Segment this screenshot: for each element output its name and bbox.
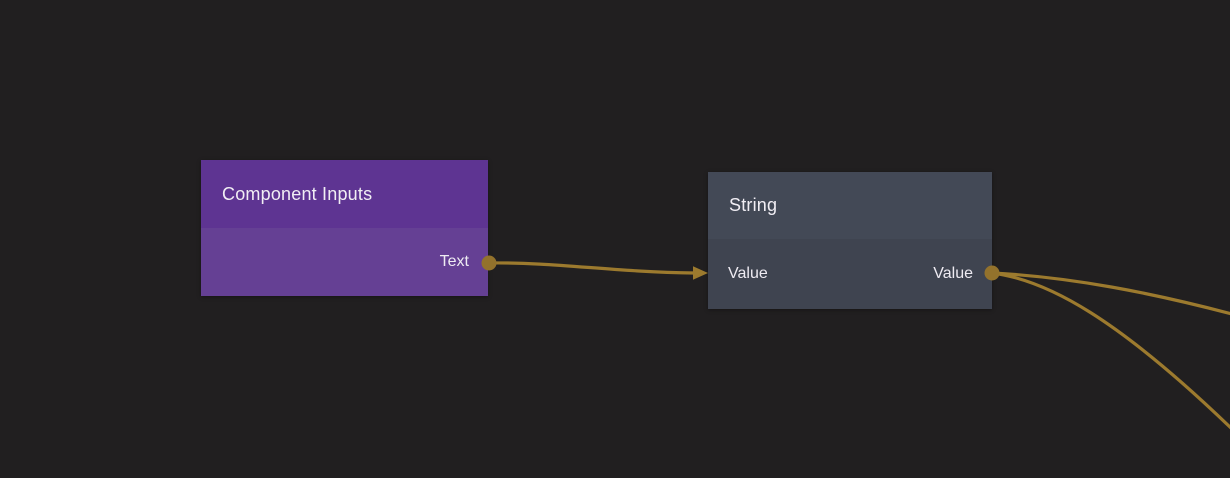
node-title: String — [729, 195, 778, 215]
node-header[interactable]: Component Inputs — [201, 160, 488, 228]
output-port-string-value[interactable] — [984, 265, 1000, 281]
wire-string-output-lower[interactable] — [990, 271, 1230, 430]
wire-component-inputs-to-string[interactable] — [487, 261, 696, 275]
input-port-label-value: Value — [728, 265, 768, 282]
wire-arrowhead-string-value-input — [693, 266, 708, 280]
output-port-label-value: Value — [933, 265, 973, 282]
output-port-component-inputs-text[interactable] — [481, 255, 497, 271]
node-header[interactable]: String — [708, 172, 992, 239]
wire-string-output-upper[interactable] — [990, 271, 1230, 316]
node-body: Value Value — [708, 239, 992, 309]
port-row: Value Value — [708, 265, 992, 283]
output-port-label-text: Text — [439, 253, 469, 270]
node-title: Component Inputs — [222, 183, 373, 204]
node-component-inputs[interactable]: Component Inputs Text — [201, 160, 488, 296]
node-string[interactable]: String Value Value — [708, 172, 992, 309]
output-port-row: Text — [201, 253, 488, 271]
node-body: Text — [201, 228, 488, 296]
